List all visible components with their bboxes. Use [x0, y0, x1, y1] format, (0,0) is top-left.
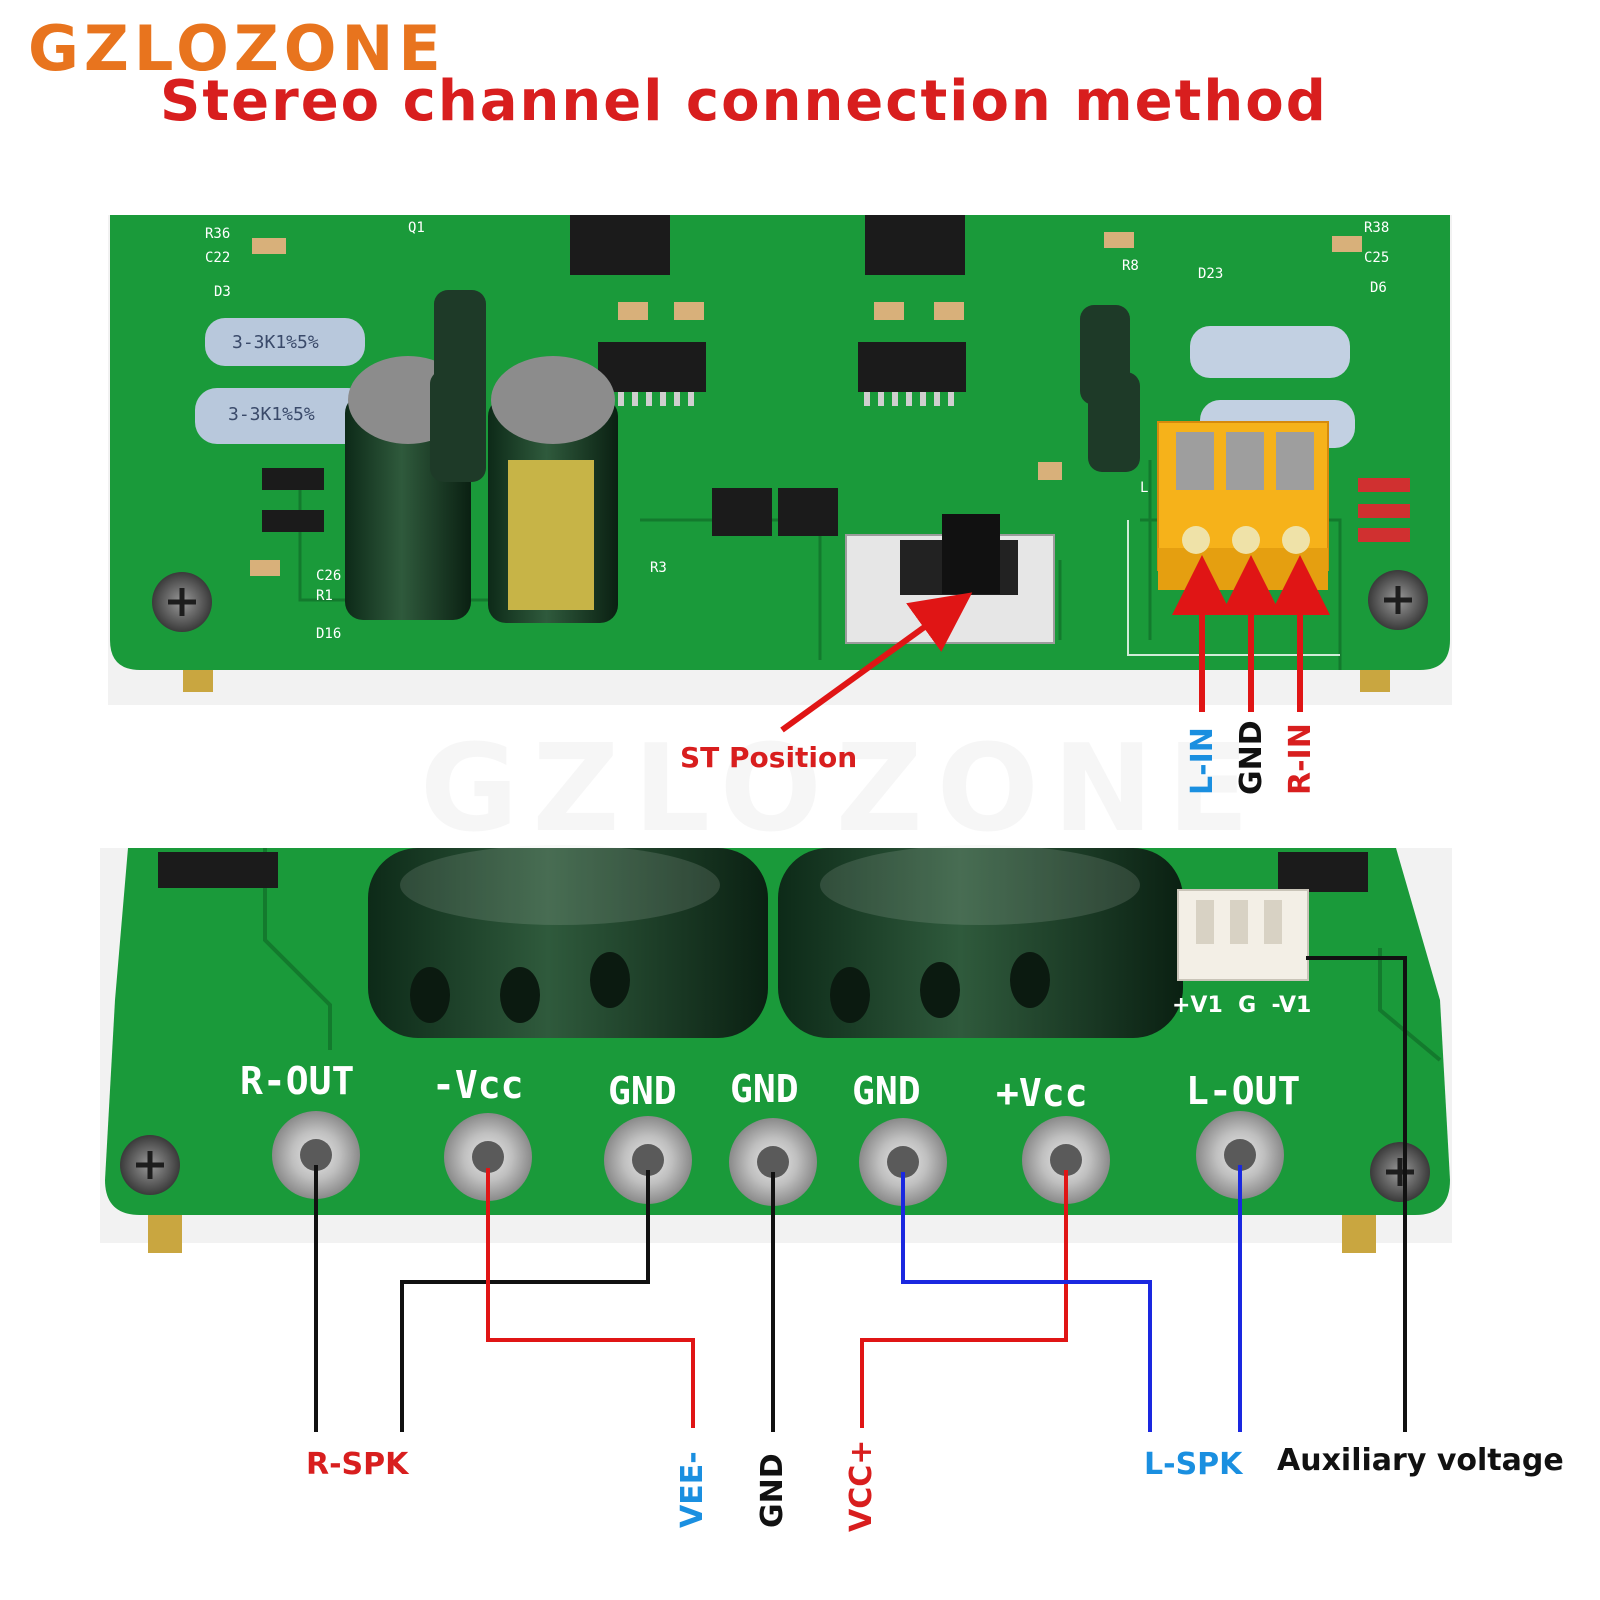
wire-label-vcc: VCC+	[844, 1439, 879, 1532]
wire-label-gnd: GND	[755, 1453, 790, 1528]
wire-aux	[1306, 956, 1407, 1432]
wire-label-aux: Auxiliary voltage	[1277, 1443, 1564, 1478]
bottom-pcb-board	[100, 845, 1452, 1253]
svg-text:L: L	[1140, 480, 1148, 496]
svg-text:D3: D3	[214, 284, 231, 300]
svg-text:R38: R38	[1364, 220, 1389, 236]
pad-label-l-out: L-OUT	[1186, 1069, 1301, 1113]
svg-text:Q1: Q1	[408, 220, 425, 236]
output-pads	[272, 1111, 1284, 1206]
wire-r-spk-gnd	[400, 1170, 650, 1432]
brand-logo: GZLOZONE	[28, 12, 446, 85]
aux-connector-pins: +V1 G -V1	[1172, 993, 1312, 1018]
input-label-r-in: R-IN	[1283, 723, 1318, 795]
svg-text:R1: R1	[316, 588, 333, 604]
input-label-l-in: L-IN	[1185, 727, 1220, 795]
svg-text:D6: D6	[1370, 280, 1387, 296]
svg-text:R3: R3	[650, 560, 667, 576]
st-position-arrow	[780, 592, 973, 733]
input-arrows	[1172, 555, 1330, 712]
wire-label-vee: VEE-	[675, 1451, 710, 1528]
diagram-title: Stereo channel connection method	[160, 69, 1328, 134]
wire-l-spk-gnd	[901, 1172, 1152, 1432]
svg-text:3-3K1%5%: 3-3K1%5%	[228, 404, 315, 425]
svg-text:D23: D23	[1198, 266, 1223, 282]
st-position-label: ST Position	[680, 741, 858, 774]
wiring	[314, 956, 1407, 1432]
pad-label-gnd-1: GND	[608, 1069, 677, 1113]
pad-label-r-out: R-OUT	[240, 1059, 355, 1103]
pad-label-pos-vcc: +Vcc	[996, 1071, 1088, 1115]
svg-text:D16: D16	[316, 626, 341, 642]
svg-text:C22: C22	[205, 250, 230, 266]
pad-label-gnd-2: GND	[730, 1067, 799, 1111]
input-label-gnd: GND	[1234, 720, 1269, 795]
top-pcb-board: 3-3K1%5% 3-3K1%5%	[108, 215, 1452, 705]
pad-label-neg-vcc: -Vcc	[432, 1063, 524, 1107]
svg-text:C26: C26	[316, 568, 341, 584]
svg-text:R36: R36	[205, 226, 230, 242]
wire-vee	[486, 1168, 695, 1428]
svg-text:R8: R8	[1122, 258, 1139, 274]
svg-text:3-3K1%5%: 3-3K1%5%	[232, 332, 319, 353]
wire-label-r-spk: R-SPK	[306, 1447, 409, 1482]
pad-label-gnd-3: GND	[852, 1069, 921, 1113]
wire-vcc	[860, 1170, 1068, 1428]
wire-label-l-spk: L-SPK	[1144, 1447, 1243, 1482]
svg-text:C25: C25	[1364, 250, 1389, 266]
